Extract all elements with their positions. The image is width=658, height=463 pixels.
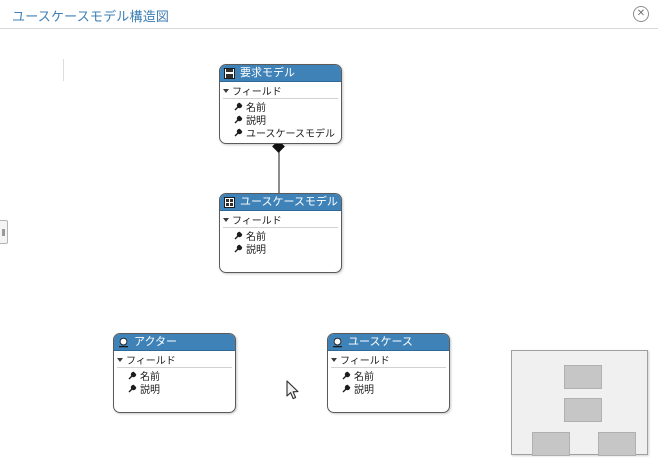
node-body: フィールド 名前 説明 bbox=[114, 351, 235, 396]
node-header[interactable]: ユースケース bbox=[328, 334, 449, 351]
field-label: 名前 bbox=[354, 372, 374, 383]
composition-connector-line[interactable] bbox=[278, 144, 280, 193]
field-label: 説明 bbox=[246, 116, 266, 127]
chevron-down-icon[interactable] bbox=[331, 357, 337, 362]
field-row[interactable]: 説明 bbox=[220, 242, 341, 256]
field-row[interactable]: 名前 bbox=[114, 369, 235, 383]
group-divider bbox=[223, 98, 338, 99]
field-label: 説明 bbox=[354, 385, 374, 396]
field-label: ユースケースモデル bbox=[246, 129, 335, 140]
field-group-header[interactable]: フィールド bbox=[328, 353, 449, 367]
node-title: ユースケース bbox=[348, 335, 413, 348]
canvas-ruler-divider bbox=[63, 59, 64, 81]
uml-node-usecase[interactable]: ユースケース フィールド 名前 説明 bbox=[327, 333, 450, 413]
actor-circle-icon bbox=[119, 337, 128, 347]
field-row[interactable]: 名前 bbox=[220, 229, 341, 243]
grid-model-icon bbox=[224, 196, 235, 208]
uml-node-actor[interactable]: アクター フィールド 名前 説明 bbox=[113, 333, 236, 413]
field-label: 説明 bbox=[140, 385, 160, 396]
field-row[interactable]: 名前 bbox=[328, 369, 449, 383]
node-title: ユースケースモデル bbox=[240, 195, 338, 208]
node-title: アクター bbox=[134, 335, 178, 348]
attribute-icon bbox=[234, 244, 243, 253]
field-row[interactable]: 名前 bbox=[220, 100, 341, 114]
attribute-icon bbox=[342, 384, 351, 393]
chevron-down-icon[interactable] bbox=[117, 357, 123, 362]
field-label: 説明 bbox=[246, 245, 266, 256]
field-group-label: フィールド bbox=[232, 216, 282, 227]
mouse-cursor bbox=[286, 380, 299, 400]
field-label: 名前 bbox=[140, 372, 160, 383]
minimap-thumb[interactable] bbox=[532, 432, 570, 456]
node-header[interactable]: アクター bbox=[114, 334, 235, 351]
actor-circle-icon bbox=[333, 337, 342, 347]
field-group-header[interactable]: フィールド bbox=[220, 84, 341, 98]
node-title: 要求モデル bbox=[240, 66, 295, 79]
diagram-canvas[interactable]: 要求モデル フィールド 名前 説明 bbox=[0, 29, 658, 463]
attribute-icon bbox=[234, 115, 243, 124]
field-group-header[interactable]: フィールド bbox=[220, 213, 341, 227]
field-group-label: フィールド bbox=[232, 87, 282, 98]
uml-node-usecase-model[interactable]: ユースケースモデル フィールド 名前 説明 bbox=[219, 193, 342, 273]
field-row[interactable]: 説明 bbox=[328, 382, 449, 396]
field-row[interactable]: ユースケースモデル bbox=[220, 126, 341, 140]
field-group-label: フィールド bbox=[340, 356, 390, 367]
panel-collapse-handle[interactable] bbox=[0, 220, 8, 244]
attribute-icon bbox=[342, 371, 351, 380]
node-body: フィールド 名前 説明 ユースケースモデル bbox=[220, 82, 341, 140]
field-row[interactable]: 説明 bbox=[114, 382, 235, 396]
node-header[interactable]: ユースケースモデル bbox=[220, 194, 341, 211]
group-divider bbox=[117, 367, 232, 368]
group-divider bbox=[331, 367, 446, 368]
attribute-icon bbox=[234, 102, 243, 111]
window-titlebar: ユースケースモデル構造図 ✕ bbox=[0, 0, 658, 29]
group-divider bbox=[223, 227, 338, 228]
field-group-header[interactable]: フィールド bbox=[114, 353, 235, 367]
uml-node-requirement-model[interactable]: 要求モデル フィールド 名前 説明 bbox=[219, 64, 342, 144]
chevron-down-icon[interactable] bbox=[223, 217, 229, 222]
attribute-icon bbox=[128, 371, 137, 380]
field-label: 名前 bbox=[246, 103, 266, 114]
attribute-icon bbox=[234, 128, 243, 137]
field-label: 名前 bbox=[246, 232, 266, 243]
page-title: ユースケースモデル構造図 bbox=[12, 9, 170, 24]
minimap-thumb[interactable] bbox=[564, 365, 602, 389]
field-group-label: フィールド bbox=[126, 356, 176, 367]
diagram-minimap[interactable] bbox=[511, 350, 648, 456]
close-circle-icon[interactable]: ✕ bbox=[633, 6, 649, 22]
node-header[interactable]: 要求モデル bbox=[220, 65, 341, 82]
minimap-thumb[interactable] bbox=[598, 432, 636, 456]
package-model-icon bbox=[224, 67, 235, 79]
minimap-thumb[interactable] bbox=[564, 398, 602, 422]
node-body: フィールド 名前 説明 bbox=[328, 351, 449, 396]
chevron-down-icon[interactable] bbox=[223, 88, 229, 93]
node-body: フィールド 名前 説明 bbox=[220, 211, 341, 256]
attribute-icon bbox=[234, 231, 243, 240]
attribute-icon bbox=[128, 384, 137, 393]
field-row[interactable]: 説明 bbox=[220, 113, 341, 127]
